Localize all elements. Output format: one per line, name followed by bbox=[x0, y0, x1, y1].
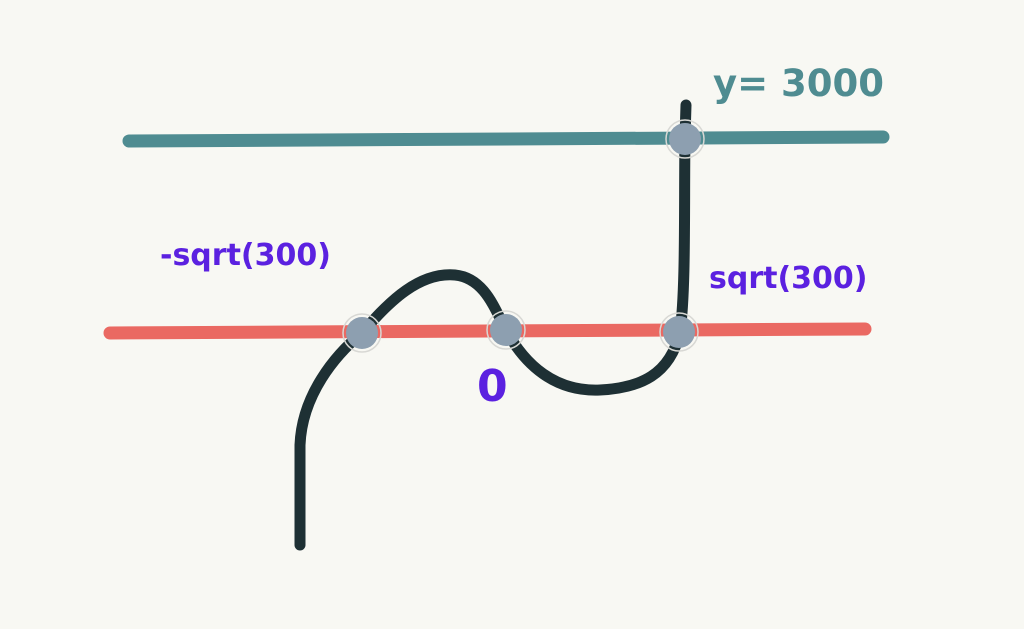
horizontal-line-label: y= 3000 bbox=[713, 62, 884, 105]
horizontal-line-y3000 bbox=[122, 130, 890, 148]
right-root-label: sqrt(300) bbox=[709, 261, 868, 296]
intersection-point-origin bbox=[486, 310, 526, 350]
intersection-point-left bbox=[342, 313, 382, 353]
origin-label: 0 bbox=[477, 361, 508, 412]
intersection-point-top bbox=[665, 119, 705, 159]
left-root-label: -sqrt(300) bbox=[160, 238, 331, 273]
intersection-point-right bbox=[659, 312, 699, 352]
